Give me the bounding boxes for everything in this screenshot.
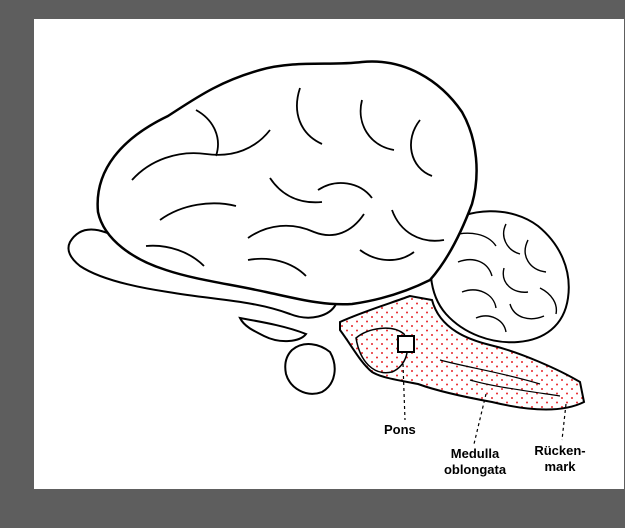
pituitary — [285, 344, 334, 394]
label-rueckenmark: Rücken- mark — [525, 443, 595, 475]
label-rueckenmark-line1: Rücken- — [525, 443, 595, 459]
label-rueckenmark-line2: mark — [525, 459, 595, 475]
label-medulla-line1: Medulla — [440, 446, 510, 462]
label-pons: Pons — [384, 422, 416, 438]
cranial-nerve-stub — [398, 336, 414, 352]
label-medulla-line2: oblongata — [440, 462, 510, 478]
medulla-leader — [474, 394, 486, 444]
optic-chiasm — [240, 318, 306, 341]
label-medulla-oblongata: Medulla oblongata — [440, 446, 510, 478]
rueckenmark-leader — [562, 404, 566, 440]
